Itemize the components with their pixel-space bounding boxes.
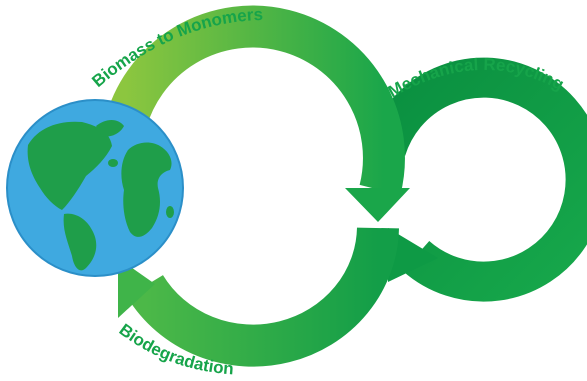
earth-globe-icon: [6, 99, 184, 277]
biodegradation-arrow: [118, 227, 399, 367]
biomass-to-monomers-arrow: [104, 5, 410, 222]
mechanical-recycling-arrow: [366, 57, 587, 302]
